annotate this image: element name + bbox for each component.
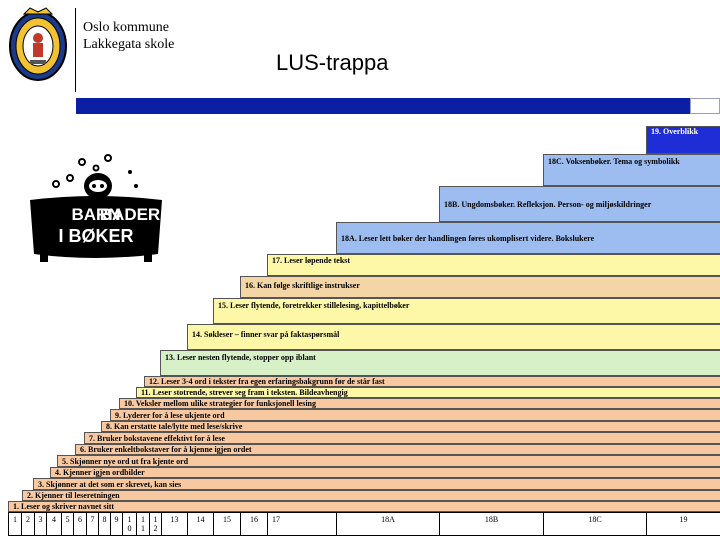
axis-tick: 5 <box>61 513 73 535</box>
axis-tick: 18B <box>439 513 543 535</box>
header-divider <box>75 8 76 92</box>
axis-tick: 2 <box>21 513 34 535</box>
mascot-text-line1b: BADER <box>100 205 160 224</box>
step-18a: 18A. Leser lett bøker der handlingen før… <box>336 222 720 254</box>
step-8: 8. Kan erstatte tale/lytte med lese/skri… <box>101 421 720 432</box>
axis-tick: 18C <box>543 513 646 535</box>
axis-tick: 1 0 <box>122 513 136 535</box>
step-5: 5. Skjønner nye ord ut fra kjente ord <box>57 455 720 467</box>
axis-tick: 16 <box>240 513 267 535</box>
axis-tick: 1 1 <box>136 513 149 535</box>
axis-tick: 17 <box>267 513 336 535</box>
step-2: 2. Kjenner til leseretningen <box>22 490 720 501</box>
axis-tick: 1 <box>8 513 21 535</box>
page-title: LUS-trappa <box>276 50 389 76</box>
step-7: 7. Bruker bokstavene effektivt for å les… <box>84 432 720 444</box>
oslo-crest-logo <box>6 6 70 84</box>
step-12: 12. Leser 3-4 ord i tekster fra egen erf… <box>144 376 720 387</box>
axis-tick: 9 <box>110 513 122 535</box>
step-13: 13. Leser nesten flytende, stopper opp i… <box>160 350 720 376</box>
barn-bader-i-boker-logo: BARN BADER I BØKER <box>26 150 166 266</box>
step-14: 14. Søkleser – finner svar på faktaspørs… <box>187 324 720 350</box>
step-9: 9. Lyderer for å lese ukjente ord <box>110 409 720 421</box>
axis-tick: 1 2 <box>149 513 161 535</box>
axis-tick: 7 <box>86 513 98 535</box>
municipality-name: Oslo kommune <box>83 20 169 36</box>
step-4: 4. Kjenner igjen ordbilder <box>50 467 720 478</box>
accent-bar-end <box>690 98 720 114</box>
step-10: 10. Veksler mellom ulike strategier for … <box>119 398 720 409</box>
step-11: 11. Leser stotrende, strever seg fram i … <box>136 387 720 398</box>
axis-tick: 19 <box>646 513 720 535</box>
axis-tick: 15 <box>213 513 240 535</box>
axis-tick: 14 <box>187 513 213 535</box>
step-18c: 18C. Voksenbøker. Tema og symbolikk <box>543 154 720 186</box>
axis-tick: 3 <box>34 513 46 535</box>
step-1: 1. Leser og skriver navnet sitt <box>8 501 720 512</box>
axis-tick: 6 <box>73 513 86 535</box>
step-6: 6. Bruker enkeltbokstaver for å kjenne i… <box>75 444 720 455</box>
step-16: 16. Kan følge skriftlige instrukser <box>240 276 720 298</box>
step-15: 15. Leser flytende, foretrekker stillele… <box>213 298 720 324</box>
axis-tick: 18A <box>336 513 439 535</box>
step-axis: 1 2 3 4 5 6 7 8 9 1 0 1 1 1 2 13 14 15 1… <box>8 512 720 536</box>
mascot-text-line2: I BØKER <box>58 226 133 246</box>
accent-bar <box>76 98 690 114</box>
step-17: 17. Leser løpende tekst <box>267 254 720 276</box>
step-3: 3. Skjønner at det som er skrevet, kan s… <box>33 478 720 490</box>
step-19: 19. Overblikk <box>646 126 720 154</box>
step-18b: 18B. Ungdomsbøker. Refleksjon. Person- o… <box>439 186 720 222</box>
axis-tick: 4 <box>46 513 61 535</box>
school-name: Lakkegata skole <box>83 37 174 53</box>
axis-tick: 13 <box>161 513 187 535</box>
axis-tick: 8 <box>98 513 110 535</box>
